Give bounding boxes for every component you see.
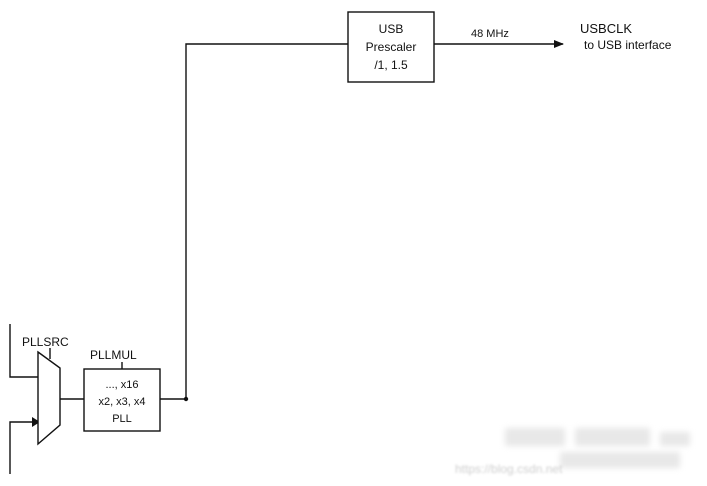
- watermark-blur-3: [660, 432, 690, 446]
- usb-prescaler-label-line1: USB: [379, 22, 404, 36]
- pllmul-label: PLLMUL: [90, 348, 137, 362]
- pllsrc-label: PLLSRC: [22, 335, 69, 349]
- watermark-text: https://blog.csdn.net: [455, 462, 563, 476]
- pll-label-line2: x2, x3, x4: [98, 396, 145, 408]
- pll-label-line1: ..., x16: [105, 379, 138, 391]
- usb-interface-label: to USB interface: [584, 38, 672, 52]
- pllsrc-multiplexer: [37, 350, 61, 446]
- frequency-label: 48 MHz: [471, 28, 509, 40]
- usb-prescaler-block: [347, 11, 435, 83]
- mux-input-bottom-arrow: [32, 417, 40, 427]
- watermark-blur-1: [505, 428, 565, 446]
- pll-block: [83, 368, 161, 432]
- pll-label-line3: PLL: [112, 413, 132, 425]
- watermark-blur-4: [560, 452, 680, 468]
- mux-input-top-line: [9, 324, 38, 378]
- usbclk-label: USBCLK: [580, 21, 632, 36]
- usb-prescaler-label-line2: Prescaler: [366, 40, 417, 54]
- usb-prescaler-label-line3: /1, 1.5: [374, 58, 408, 72]
- mux-input-bottom-line: [9, 421, 38, 474]
- pll-to-prescaler-line: [160, 43, 348, 400]
- junction-dot: [183, 396, 189, 402]
- watermark-blur-2: [575, 428, 650, 446]
